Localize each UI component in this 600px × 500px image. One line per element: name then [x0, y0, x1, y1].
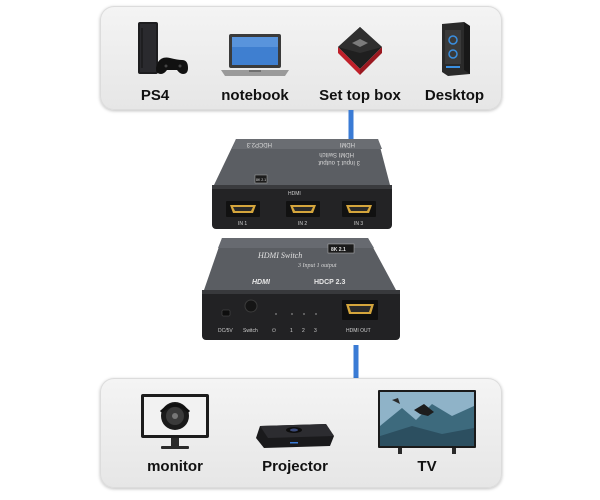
front-label-switch: Switch	[243, 328, 258, 334]
switch-front-subtitle: 3 Input 1 output	[297, 263, 337, 269]
switch-back-panel-label: HDMI	[288, 191, 301, 197]
desktop-tower-icon	[442, 22, 470, 76]
switch-front-badge-text: 8K 2.1	[331, 247, 346, 253]
output-monitor: monitor	[120, 378, 230, 488]
port-label-in1: IN 1	[238, 221, 247, 227]
tv-icon	[378, 390, 476, 454]
hdmi-port-in2[interactable]	[286, 201, 320, 217]
monitor-icon	[141, 394, 209, 449]
port-label-in2: IN 2	[298, 221, 307, 227]
output-devices-panel: monitor Projector TV	[100, 378, 502, 488]
switch-back-hdmi-logo: HDMI	[339, 141, 355, 147]
source-set-top-box: Set top box	[310, 6, 410, 110]
hdmi-out-port[interactable]	[342, 300, 378, 320]
switch-back-hdcp: HDCP2.3	[246, 141, 272, 147]
source-label-ps4: PS4	[140, 87, 170, 104]
set-top-box-icon	[338, 27, 382, 75]
hdmi-port-in3[interactable]	[342, 201, 376, 217]
switch-back-brand: HDMI Switch	[319, 151, 354, 157]
hdmi-port-in1[interactable]	[226, 201, 260, 217]
power-icon: ⏻	[272, 328, 276, 334]
switch-button[interactable]	[244, 299, 258, 313]
output-label-tv: TV	[417, 458, 437, 475]
source-notebook: notebook	[205, 6, 305, 110]
laptop-icon	[221, 34, 289, 76]
source-label-set-top-box: Set top box	[319, 87, 401, 104]
output-projector: Projector	[240, 378, 350, 488]
switch-back-badge	[254, 174, 268, 184]
source-label-desktop: Desktop	[424, 87, 485, 104]
port-label-in3: IN 3	[354, 221, 363, 227]
front-label-dc5v: DC/5V	[218, 328, 233, 334]
switch-back-subtitle: 3 Input 1 output	[318, 159, 360, 165]
output-label-projector: Projector	[262, 458, 328, 475]
front-label-1: 1	[290, 328, 293, 334]
dc-power-jack[interactable]	[221, 309, 231, 317]
hdmi-switch-back-view: HDMI Switch 3 Input 1 output HDMI HDCP2.…	[212, 139, 392, 229]
source-devices-panel: PS4 notebook Set top box	[100, 6, 502, 110]
front-label-hdmi-out: HDMI OUT	[346, 328, 371, 334]
source-ps4: PS4	[110, 6, 200, 110]
source-desktop: Desktop	[412, 6, 497, 110]
switch-front-hdcp: HDCP 2.3	[314, 279, 345, 286]
switch-front-hdmi-logo: HDMI	[252, 279, 271, 286]
ps4-console-icon	[138, 22, 188, 74]
source-label-notebook: notebook	[221, 87, 289, 104]
front-label-2: 2	[302, 328, 305, 334]
hdmi-switch-front-view: HDMI Switch 3 Input 1 output 8K 2.1 HDMI…	[202, 238, 400, 340]
switch-front-brand: HDMI Switch	[257, 251, 302, 260]
output-label-monitor: monitor	[147, 458, 203, 475]
output-tv: TV	[362, 378, 492, 488]
projector-icon	[256, 424, 334, 448]
switch-front-badge	[327, 243, 355, 254]
switch-back-badge-text: 8K 2.1	[256, 178, 266, 182]
front-label-3: 3	[314, 328, 317, 334]
